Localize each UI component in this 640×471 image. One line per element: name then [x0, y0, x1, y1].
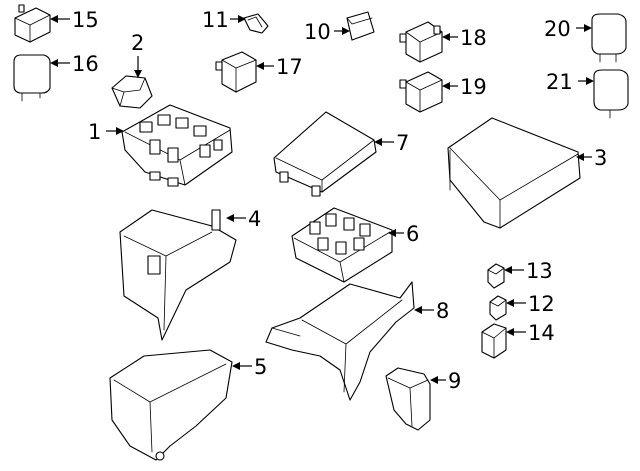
part-17-relay	[215, 51, 257, 93]
part-2-cover	[111, 75, 153, 109]
part-13-fuse	[487, 263, 505, 289]
callout-7: 7	[396, 131, 409, 155]
part-18-relay	[399, 21, 443, 63]
part-1-fuse-box	[121, 104, 233, 187]
callout-14: 14	[528, 321, 555, 345]
part-12-fuse	[489, 295, 507, 321]
callout-21: 21	[546, 70, 573, 94]
callout-3: 3	[594, 146, 607, 170]
part-4-tray	[119, 209, 237, 341]
callout-4: 4	[248, 207, 261, 231]
part-19-relay	[399, 71, 443, 113]
callout-6: 6	[406, 222, 419, 246]
part-7-cover	[273, 111, 377, 197]
callout-9: 9	[448, 369, 461, 393]
part-5-bracket	[109, 349, 233, 461]
callout-12: 12	[528, 292, 555, 316]
part-20-relay	[591, 13, 627, 63]
part-8-tray	[265, 281, 415, 401]
part-10-block	[346, 11, 375, 41]
callout-8: 8	[436, 299, 449, 323]
callout-18: 18	[460, 26, 487, 50]
part-9-bracket	[385, 367, 431, 431]
part-14-fuse	[481, 323, 507, 359]
callout-16: 16	[72, 52, 99, 76]
callout-13: 13	[526, 259, 553, 283]
callout-20: 20	[544, 17, 571, 41]
callout-11: 11	[202, 8, 229, 32]
part-6-relay-block	[291, 207, 393, 283]
callout-15: 15	[72, 8, 99, 32]
part-15-relay	[14, 4, 51, 43]
callout-2: 2	[131, 31, 144, 55]
callout-5: 5	[254, 355, 267, 379]
part-3-cover	[447, 117, 581, 229]
callout-10: 10	[304, 20, 331, 44]
part-16-relay	[13, 54, 51, 102]
callout-17: 17	[276, 55, 303, 79]
part-11-clip	[243, 13, 269, 34]
callout-1: 1	[88, 120, 101, 144]
callout-19: 19	[460, 75, 487, 99]
part-21-relay	[593, 69, 629, 119]
